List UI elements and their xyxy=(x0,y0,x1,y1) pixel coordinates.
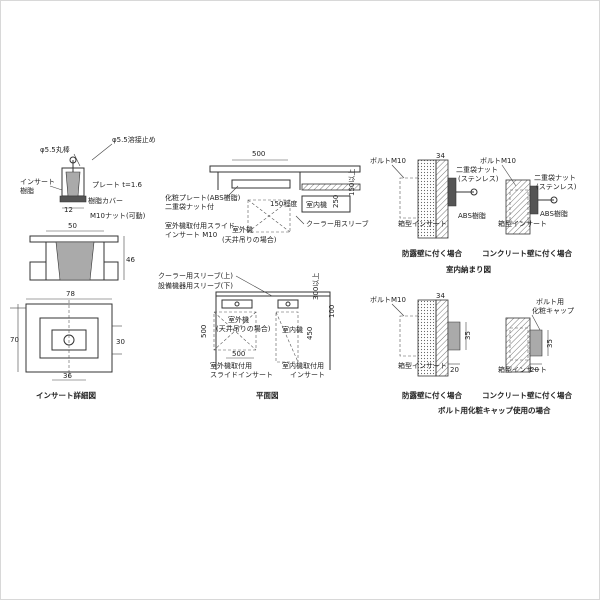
plan-view-caption: 平面図 xyxy=(256,391,279,400)
resin-label: 樹脂 xyxy=(20,186,34,195)
cooler-sleeve-label: クーラー用スリーブ xyxy=(306,219,369,228)
cap-dim-35: 35 xyxy=(464,331,472,340)
dim-250: 250 xyxy=(332,195,340,208)
below-150-label: 150程度 xyxy=(270,199,297,208)
indoor-insert-1: 室内機取付用 xyxy=(282,361,324,370)
cap-box-insert-right: 箱型インサート xyxy=(498,365,547,374)
abs-left-label: ABS樹脂 xyxy=(458,211,486,220)
dim-46: 46 xyxy=(126,256,135,264)
slide-insert-label-1: 室外機取付用スライド xyxy=(165,221,235,230)
cap-case-left: 防露壁に付く場合 xyxy=(402,390,462,400)
cap-detail-caption: ボルト用化粧キャップ使用の場合 xyxy=(438,405,551,415)
cap-box-insert-left: 箱型インサート xyxy=(398,361,447,370)
bolt-right-label: ボルトM10 xyxy=(480,157,516,165)
cap-dim-34: 34 xyxy=(436,292,445,300)
double-nut-left-1: 二重袋ナット xyxy=(456,165,498,174)
box-insert-right: 箱型インサート xyxy=(498,219,547,228)
double-nut-label: 二重袋ナット付 xyxy=(165,202,214,211)
slide-insert-label-2: インサート M10 xyxy=(165,231,217,239)
outdoor-insert-2: スライドインサート xyxy=(210,371,273,379)
double-nut-right-2: (ステンレス) xyxy=(536,183,577,191)
legend-sleeve-lower: 設備機器用スリーブ(下) xyxy=(158,281,233,290)
cap-detail: ボルトM10 34 35 20 箱型インサート 防露壁に付く場合 ボルト用 化粧… xyxy=(370,292,574,415)
dim-36: 36 xyxy=(63,372,72,380)
cap-dim-20-right: 20 xyxy=(530,366,539,374)
dim-500-top: 500 xyxy=(252,150,265,158)
plan-view: 500 150以上 化粧プレート(ABS樹脂) 二重袋ナット付 150程度 室内… xyxy=(158,150,369,400)
nut-label: M10ナット(可動) xyxy=(90,211,146,220)
dim-12: 12 xyxy=(64,206,73,214)
outdoor-unit-top-2: (天井吊りの場合) xyxy=(222,235,277,244)
indoor-case-left: 防露壁に付く場合 xyxy=(402,248,462,258)
legend-sleeve-upper: クーラー用スリーブ(上) xyxy=(158,271,233,280)
bolt-cap-label-1: ボルト用 xyxy=(536,298,564,306)
double-nut-right-1: 二重袋ナット xyxy=(534,173,576,182)
dim-500-bottom: 500 xyxy=(232,350,245,358)
dim-150-above: 150以上 xyxy=(347,169,356,196)
insert-label: インサート xyxy=(20,178,55,186)
box-insert-left: 箱型インサート xyxy=(398,219,447,228)
dim-300-above: 300以上 xyxy=(311,273,320,300)
resin-cover-label: 樹脂カバー xyxy=(88,196,123,205)
dim-50: 50 xyxy=(68,222,77,230)
bolt-left-label: ボルトM10 xyxy=(370,157,406,165)
weld-stop-label: φ5.5溶接止め xyxy=(112,135,156,144)
round-bar-label: φ5.5丸棒 xyxy=(40,145,70,154)
outdoor-insert-1: 室外機取付用 xyxy=(210,361,252,370)
bolt-cap-label-2: 化粧キャップ xyxy=(532,306,574,315)
outdoor-unit-plan-1: 室外機 xyxy=(228,315,249,324)
cap-bolt-label: ボルトM10 xyxy=(370,296,406,304)
cap-dim-35-right: 35 xyxy=(546,339,554,348)
cap-case-right: コンクリート壁に付く場合 xyxy=(482,390,572,400)
indoor-detail-caption: 室内納まり図 xyxy=(446,264,491,274)
dim-30: 30 xyxy=(116,338,125,346)
plate-label: プレート t=1.6 xyxy=(92,181,143,189)
insert-detail-caption: インサート詳細図 xyxy=(36,390,96,400)
indoor-detail: ボルトM10 34 二重袋ナット (ステンレス) ABS樹脂 箱型インサート 防… xyxy=(370,152,577,274)
indoor-case-right: コンクリート壁に付く場合 xyxy=(482,248,572,258)
double-nut-left-2: (ステンレス) xyxy=(458,175,499,183)
insert-detail: φ5.5丸棒 φ5.5溶接止め インサート 樹脂 プレート t=1.6 樹脂カバ… xyxy=(10,135,156,400)
indoor-insert-2: インサート xyxy=(290,371,325,379)
outdoor-unit-plan-2: (天井吊りの場合) xyxy=(216,324,271,333)
dim-78: 78 xyxy=(66,290,75,298)
dim-450: 450 xyxy=(306,327,314,340)
indoor-unit-top: 室内機 xyxy=(306,200,327,209)
outdoor-unit-top-1: 室外機 xyxy=(232,225,253,234)
dim-500-left: 500 xyxy=(200,325,208,338)
cap-dim-20: 20 xyxy=(450,366,459,374)
indoor-unit-plan: 室内機 xyxy=(282,325,303,334)
dim-100: 100 xyxy=(328,305,336,318)
abs-right-label: ABS樹脂 xyxy=(540,209,568,218)
dim-70: 70 xyxy=(10,336,19,344)
dim-34-top: 34 xyxy=(436,152,445,160)
ceiling-plate-label: 化粧プレート(ABS樹脂) xyxy=(165,193,241,202)
